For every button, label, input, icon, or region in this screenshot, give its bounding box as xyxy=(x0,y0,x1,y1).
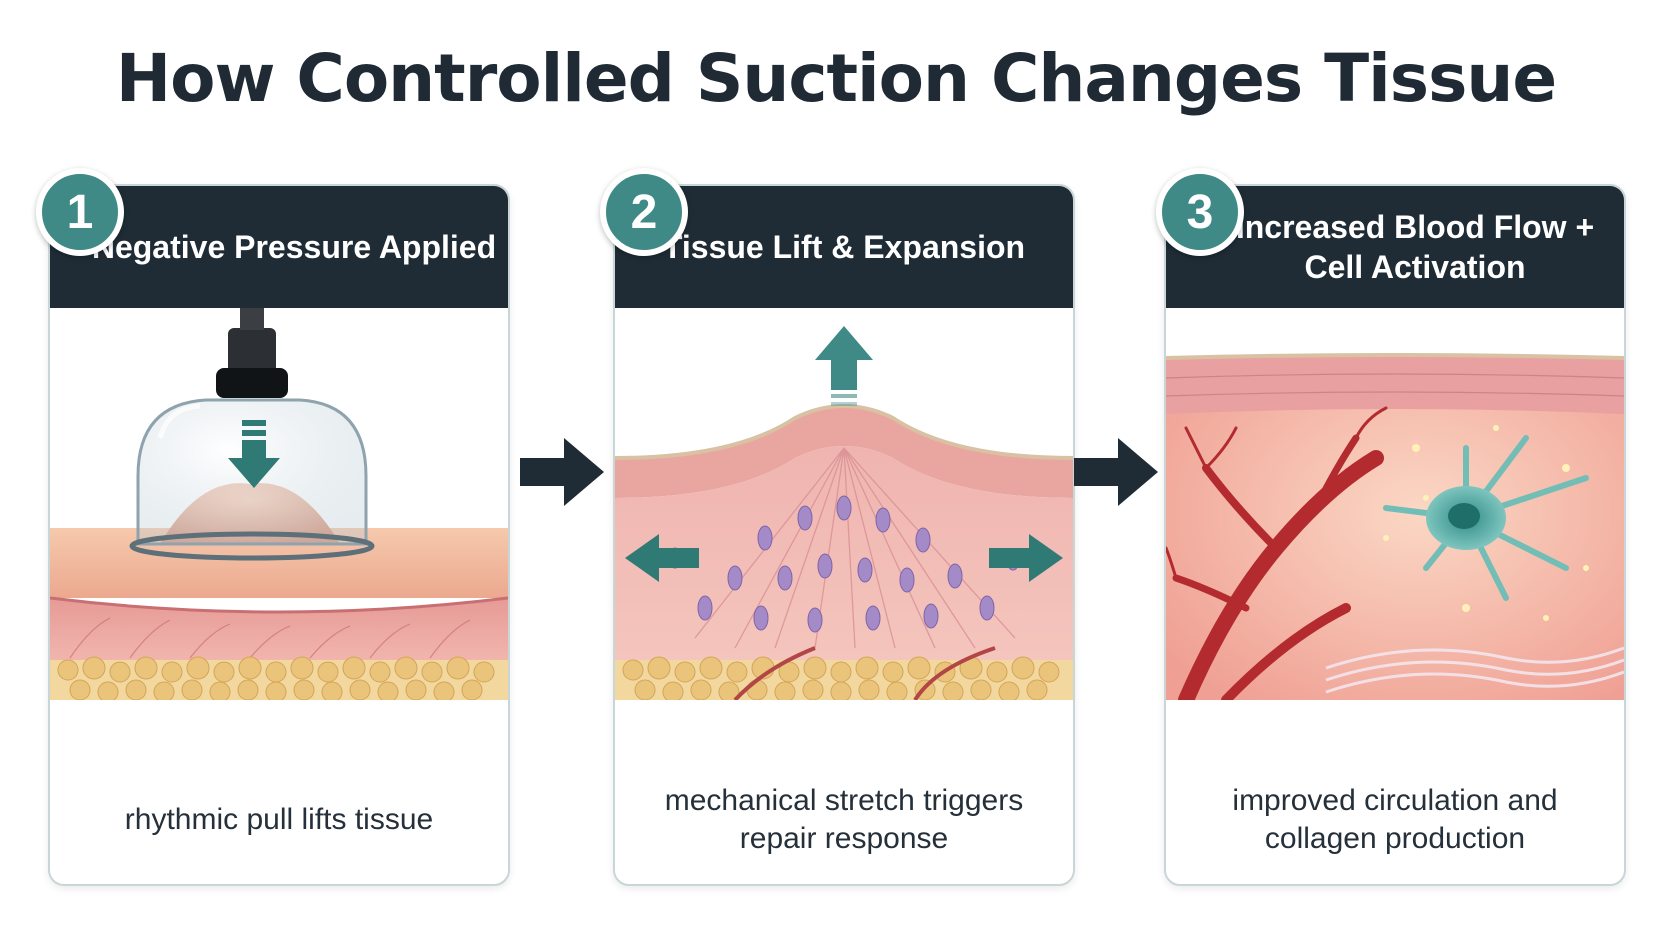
step-2-number-badge: 2 xyxy=(600,168,688,256)
step-3-number-badge: 3 xyxy=(1156,168,1244,256)
step-3-caption: improved circulation and collagen produc… xyxy=(1232,784,1558,855)
blood-vessel xyxy=(1166,406,1388,708)
flow-arrow-icon xyxy=(1074,438,1158,506)
step-1-heading: Negative Pressure Applied xyxy=(91,229,497,265)
flow-arrow-icon xyxy=(520,438,604,506)
page-title: How Controlled Suction Changes Tissue xyxy=(115,40,1557,117)
left-arrow-icon xyxy=(625,534,699,582)
up-arrow-icon xyxy=(815,326,873,406)
right-arrow-icon xyxy=(989,534,1063,582)
blood-flow-illustration xyxy=(1166,308,1624,756)
step-1-caption: rhythmic pull lifts tissue xyxy=(124,803,434,836)
step-card-3: Increased Blood Flow + Cell Activation xyxy=(1164,184,1626,886)
step-2-heading: Tissue Lift & Expansion xyxy=(662,229,1026,265)
step-1-header: Negative Pressure Applied xyxy=(50,186,508,308)
step-2-caption: mechanical stretch triggers repair respo… xyxy=(664,784,1024,855)
down-arrow-icon xyxy=(228,420,280,488)
step-card-2: Tissue Lift & Expansion xyxy=(613,184,1075,886)
tissue-lift-illustration xyxy=(615,308,1073,756)
cell xyxy=(1383,435,1589,601)
step-3-heading: Increased Blood Flow + Cell Activation xyxy=(1235,209,1595,285)
step-card-1: Negative Pressure Applied xyxy=(48,184,510,886)
step-1-number-badge: 1 xyxy=(36,168,124,256)
step-3-header: Increased Blood Flow + Cell Activation xyxy=(1166,186,1624,308)
step-2-header: Tissue Lift & Expansion xyxy=(615,186,1073,308)
suction-illustration xyxy=(50,308,508,756)
